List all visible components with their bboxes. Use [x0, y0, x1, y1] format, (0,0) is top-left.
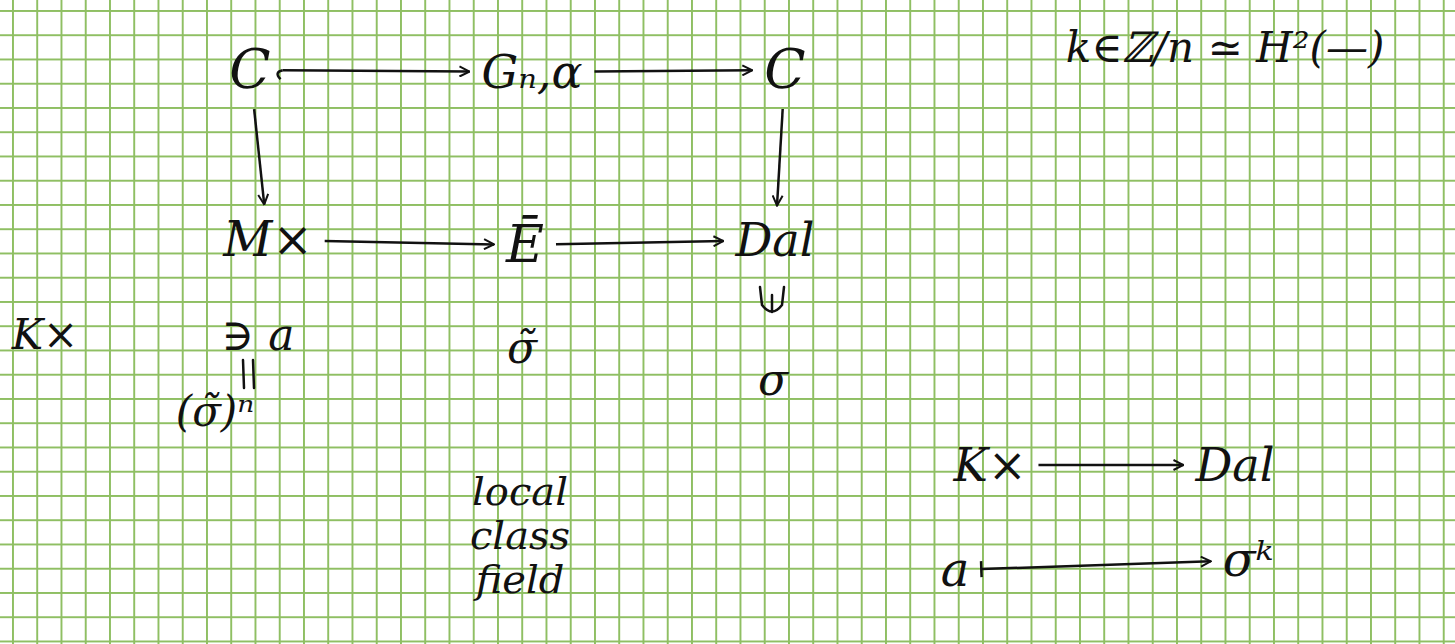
math-object: Ē [500, 213, 550, 277]
math-symbol: M× [223, 211, 312, 267]
math-object: K× [948, 437, 1033, 494]
math-object: M× [217, 210, 318, 269]
math-symbol: K× [954, 438, 1027, 492]
annotation: σ [758, 356, 788, 404]
math-object: Dal [729, 212, 820, 269]
annotation: σ̃ [507, 324, 537, 372]
annotation: k∈ℤ/n ≃ H²(—) [1066, 25, 1385, 71]
arrow [254, 109, 264, 204]
arrow [777, 109, 783, 206]
element-symbol [760, 287, 784, 312]
math-symbol: Dal [735, 213, 814, 267]
arrow [325, 241, 494, 244]
element-symbol [771, 295, 774, 312]
math-symbol: C [229, 38, 270, 101]
arrow [981, 561, 1211, 577]
math-symbol: C [764, 38, 805, 101]
math-symbol: Dal [1195, 438, 1274, 492]
math-symbol: a [941, 541, 970, 597]
math-symbol: Gₙ,α [481, 45, 582, 99]
math-object: σᵏ [1217, 530, 1279, 589]
arrow [1038, 464, 1183, 465]
math-object: C [223, 37, 276, 103]
annotation: (σ̃)ⁿ [176, 389, 254, 435]
math-symbol: Ē [506, 214, 544, 274]
math-object: C [758, 37, 811, 103]
math-symbol: σᵏ [1223, 531, 1273, 587]
math-object: a [935, 540, 976, 599]
math-object: Dal [1189, 437, 1280, 494]
equals-bar [243, 360, 244, 388]
arrow [595, 70, 753, 71]
arrow [278, 70, 470, 79]
math-object: Gₙ,α [475, 44, 588, 101]
annotation: K× [12, 312, 79, 358]
annotation: local class field [455, 469, 585, 601]
annotation: ∋ a [222, 311, 295, 359]
arrow [556, 241, 724, 244]
equals-bar [253, 360, 254, 388]
